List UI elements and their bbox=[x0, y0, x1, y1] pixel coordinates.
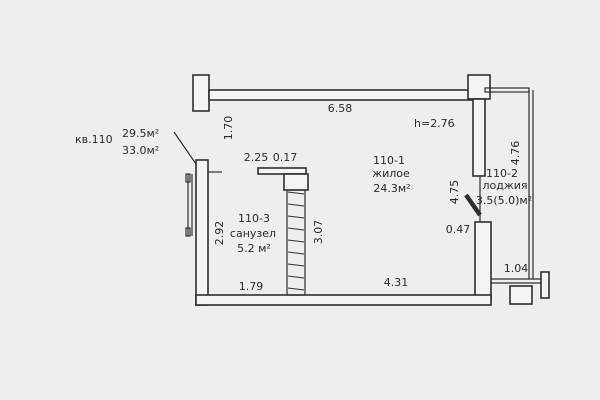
top-wall bbox=[192, 74, 491, 112]
apartment-area-total: 33.0м² bbox=[122, 144, 159, 157]
apartment-number: кв.110 bbox=[75, 133, 113, 146]
dim-bath-partition: 3.07 bbox=[312, 220, 325, 245]
apartment-leader-line bbox=[173, 131, 197, 165]
apartment-area-living: 29.5м² bbox=[122, 127, 159, 140]
dim-door-width: 4.75 bbox=[448, 180, 461, 205]
dim-niche-width: 2.25 bbox=[244, 151, 269, 164]
room-loggia-id: 110-2 bbox=[486, 167, 518, 180]
room-main-area: 24.3м² bbox=[373, 182, 410, 195]
room-main-name: жилое bbox=[372, 167, 410, 180]
room-loggia-area: 3.5(5.0)м² bbox=[476, 194, 532, 207]
dim-left-top: 1.70 bbox=[222, 116, 235, 141]
bottom-wall bbox=[195, 294, 492, 306]
dim-niche-small: 0.17 bbox=[273, 151, 298, 164]
room-bath-id: 110-3 bbox=[238, 212, 270, 225]
bathroom-partition bbox=[257, 167, 309, 296]
room-bath-name: санузел bbox=[230, 227, 276, 240]
dim-loggia-length: 4.76 bbox=[509, 141, 522, 166]
loggia-door bbox=[464, 176, 482, 222]
room-main-id: 110-1 bbox=[373, 154, 405, 167]
dim-bath-height: 2.92 bbox=[213, 221, 226, 246]
dim-bottom-right: 4.31 bbox=[384, 276, 409, 289]
dim-top-width: 6.58 bbox=[328, 102, 353, 115]
dim-pier: 0.47 bbox=[446, 223, 471, 236]
dim-bottom-left: 1.79 bbox=[239, 280, 264, 293]
loggia-outline bbox=[484, 87, 550, 305]
ceiling-height: h=2.76 bbox=[414, 117, 455, 130]
dim-loggia-width: 1.04 bbox=[504, 262, 529, 275]
room-loggia-name: лоджия bbox=[482, 179, 527, 192]
room-bath-area: 5.2 м² bbox=[237, 242, 271, 255]
